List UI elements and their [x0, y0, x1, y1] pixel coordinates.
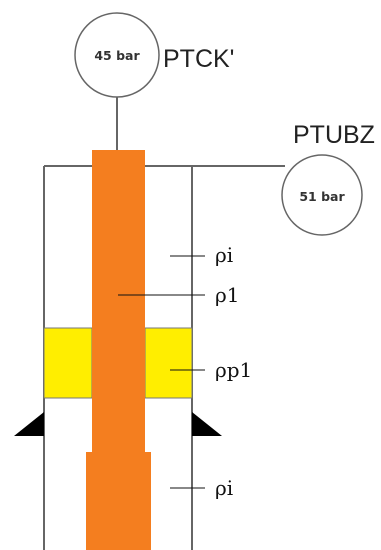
casing-pressure-label: PTCK' — [163, 45, 234, 73]
tubing-pressure-label: PTUBZ — [293, 121, 375, 149]
left-casing-shoe — [14, 412, 44, 436]
tubing-fluid-density-label: ρ1 — [215, 283, 239, 307]
tubing-string — [92, 150, 145, 458]
casing-pressure-gauge — [74, 12, 160, 98]
right-casing-shoe — [192, 412, 222, 436]
tubing-pressure-value: 51 bar — [299, 189, 345, 204]
packer-fluid-density-label: ρp1 — [215, 358, 252, 382]
tubing-coupling — [86, 452, 151, 550]
packer-right — [144, 327, 193, 399]
tubing-pressure-gauge — [281, 154, 363, 236]
casing-pressure-value: 45 bar — [94, 48, 140, 63]
annulus-lower-density-label: ρi — [215, 476, 233, 500]
packer-left — [43, 327, 93, 399]
annulus-upper-density-label: ρi — [215, 243, 233, 267]
